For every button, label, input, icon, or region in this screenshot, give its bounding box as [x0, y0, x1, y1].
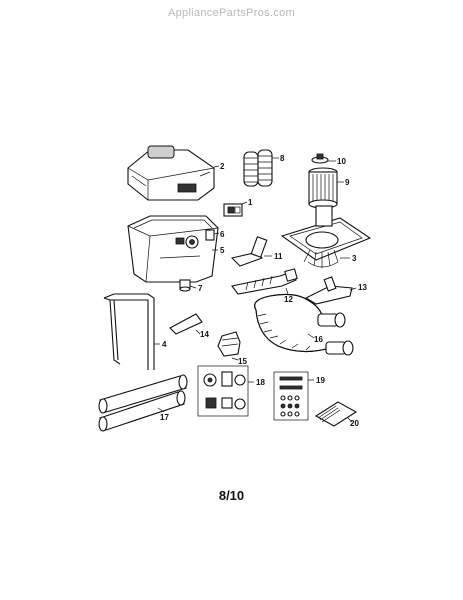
part-extension-tubes[interactable] — [98, 374, 188, 432]
part-hardware-kit[interactable] — [273, 371, 309, 421]
callout-7: 7 — [198, 284, 203, 293]
callout-17: 17 — [160, 413, 169, 422]
callout-8: 8 — [280, 154, 285, 163]
part-filter-nut[interactable] — [311, 153, 329, 164]
part-crevice-tool[interactable] — [169, 313, 203, 335]
watermark-text: AppliancePartsPros.com — [167, 7, 296, 19]
callout-6: 6 — [220, 230, 225, 239]
callout-1: 1 — [248, 198, 253, 207]
callout-10: 10 — [337, 157, 346, 166]
part-hose-adapter[interactable] — [217, 331, 241, 357]
callout-18: 18 — [256, 378, 265, 387]
callout-5: 5 — [220, 246, 225, 255]
callout-4: 4 — [162, 340, 167, 349]
callout-3: 3 — [352, 254, 357, 263]
part-extension-wand[interactable] — [103, 293, 155, 370]
page-number: 8/10 — [218, 488, 245, 503]
callout-16: 16 — [314, 335, 323, 344]
callout-11: 11 — [274, 252, 283, 261]
part-hose[interactable] — [254, 293, 354, 356]
callout-12: 12 — [284, 295, 293, 304]
callout-2: 2 — [220, 162, 225, 171]
callout-19: 19 — [316, 376, 325, 385]
part-latch[interactable] — [205, 229, 215, 241]
part-caster-kit[interactable] — [197, 365, 249, 417]
part-utility-nozzle[interactable] — [231, 268, 298, 295]
callout-13: 13 — [358, 283, 367, 292]
part-floor-nozzle[interactable] — [304, 276, 353, 305]
part-filter-cage[interactable] — [243, 149, 273, 187]
part-switch[interactable] — [223, 203, 243, 217]
callout-15: 15 — [238, 357, 247, 366]
part-drain-cap[interactable] — [179, 279, 191, 292]
callout-20: 20 — [350, 419, 359, 428]
part-owners-manual[interactable] — [314, 401, 358, 427]
part-collection-tank[interactable] — [127, 215, 219, 283]
part-cartridge-filter[interactable] — [308, 167, 338, 209]
part-filter-plate[interactable] — [280, 205, 372, 268]
callout-9: 9 — [345, 178, 350, 187]
part-motor-head[interactable] — [127, 145, 215, 201]
callout-14: 14 — [200, 330, 209, 339]
part-claw-nozzle[interactable] — [230, 236, 268, 267]
